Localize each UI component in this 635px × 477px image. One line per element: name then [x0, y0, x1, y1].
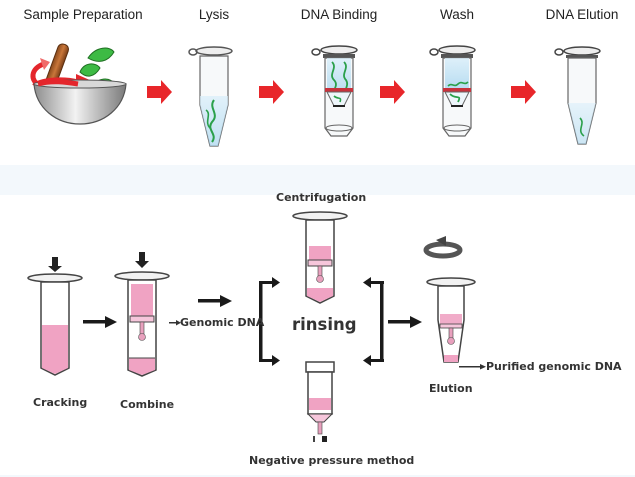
black-arrow-2 [198, 295, 232, 307]
combine-tube-icon [114, 252, 170, 377]
elution-label: Elution [429, 382, 473, 395]
genomic-dna-label: Genomic DNA [180, 316, 265, 329]
centrifugation-label: Centrifugation [276, 191, 367, 204]
left-bracket [259, 277, 280, 366]
elution-spin-tube-icon [426, 277, 476, 363]
right-bracket [363, 277, 384, 366]
mortar-pestle-icon [30, 43, 127, 125]
negative-pressure-column-icon [305, 361, 335, 442]
centrifugation-tube-icon [292, 211, 348, 304]
rotation-icon [423, 236, 463, 259]
wash-column-icon [429, 45, 476, 137]
red-arrow-1 [147, 80, 172, 104]
down-arrow-icon [135, 252, 149, 268]
negative-pressure-label: Negative pressure method [249, 454, 415, 467]
combine-label: Combine [120, 398, 175, 411]
small-arrow-genomic [169, 320, 181, 326]
step-label-lysis: Lysis [198, 7, 230, 22]
lysis-tube-icon [188, 46, 233, 147]
black-arrow-1 [83, 316, 117, 328]
red-arrow-3 [380, 80, 405, 104]
step-label-dna-elution: DNA Elution [545, 7, 619, 22]
rinsing-label: rinsing [292, 315, 357, 334]
down-arrow-icon [48, 257, 62, 272]
purified-genomic-dna-label: Purified genomic DNA [486, 360, 622, 373]
black-arrow-3 [388, 316, 422, 328]
step-label-wash: Wash [439, 7, 475, 22]
cracking-tube-icon [27, 257, 83, 376]
section-divider-band [0, 165, 635, 195]
small-arrow-purified [459, 364, 486, 370]
red-arrow-2 [259, 80, 284, 104]
cracking-label: Cracking [33, 396, 88, 409]
step-label-sample-preparation: Sample Preparation [23, 7, 143, 22]
step-label-dna-binding: DNA Binding [300, 7, 378, 22]
elution-tube-icon [554, 46, 601, 145]
binding-column-icon [311, 45, 358, 137]
red-arrow-4 [511, 80, 536, 104]
bottom-edge [0, 475, 635, 477]
